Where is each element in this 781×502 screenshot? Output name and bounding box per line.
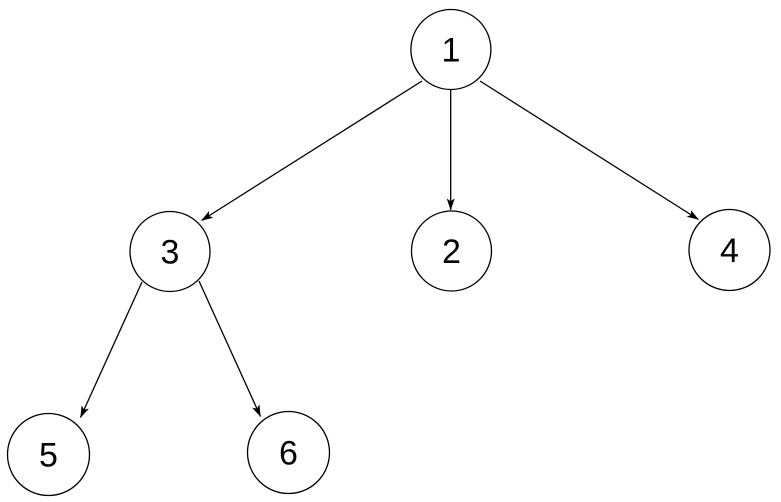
node-label-2: 2 bbox=[442, 233, 461, 271]
edge-3-to-5 bbox=[79, 281, 143, 418]
node-circle-4 bbox=[688, 208, 771, 292]
edge-3-to-6 bbox=[198, 280, 262, 417]
edge-1-to-3 bbox=[201, 80, 423, 222]
tree-node-6: 6 bbox=[246, 410, 331, 495]
node-label-6: 6 bbox=[279, 435, 298, 473]
node-label-1: 1 bbox=[441, 32, 460, 70]
node-label-5: 5 bbox=[39, 437, 58, 475]
tree-node-4: 4 bbox=[688, 208, 771, 292]
nodes-layer: 1 2 3 4 5 6 bbox=[6, 8, 771, 497]
node-label-3: 3 bbox=[161, 234, 180, 272]
node-circle-1 bbox=[410, 8, 492, 91]
tree-node-2: 2 bbox=[410, 210, 493, 292]
node-circle-3 bbox=[129, 210, 211, 293]
tree-node-5: 5 bbox=[6, 412, 91, 497]
node-circle-2 bbox=[410, 210, 493, 292]
node-circle-6 bbox=[246, 410, 331, 495]
node-label-4: 4 bbox=[720, 232, 739, 270]
tree-node-1: 1 bbox=[410, 8, 492, 91]
edge-1-to-4 bbox=[479, 80, 699, 221]
tree-node-3: 3 bbox=[129, 210, 211, 293]
node-circle-5 bbox=[6, 412, 91, 497]
edges-layer bbox=[79, 80, 699, 418]
